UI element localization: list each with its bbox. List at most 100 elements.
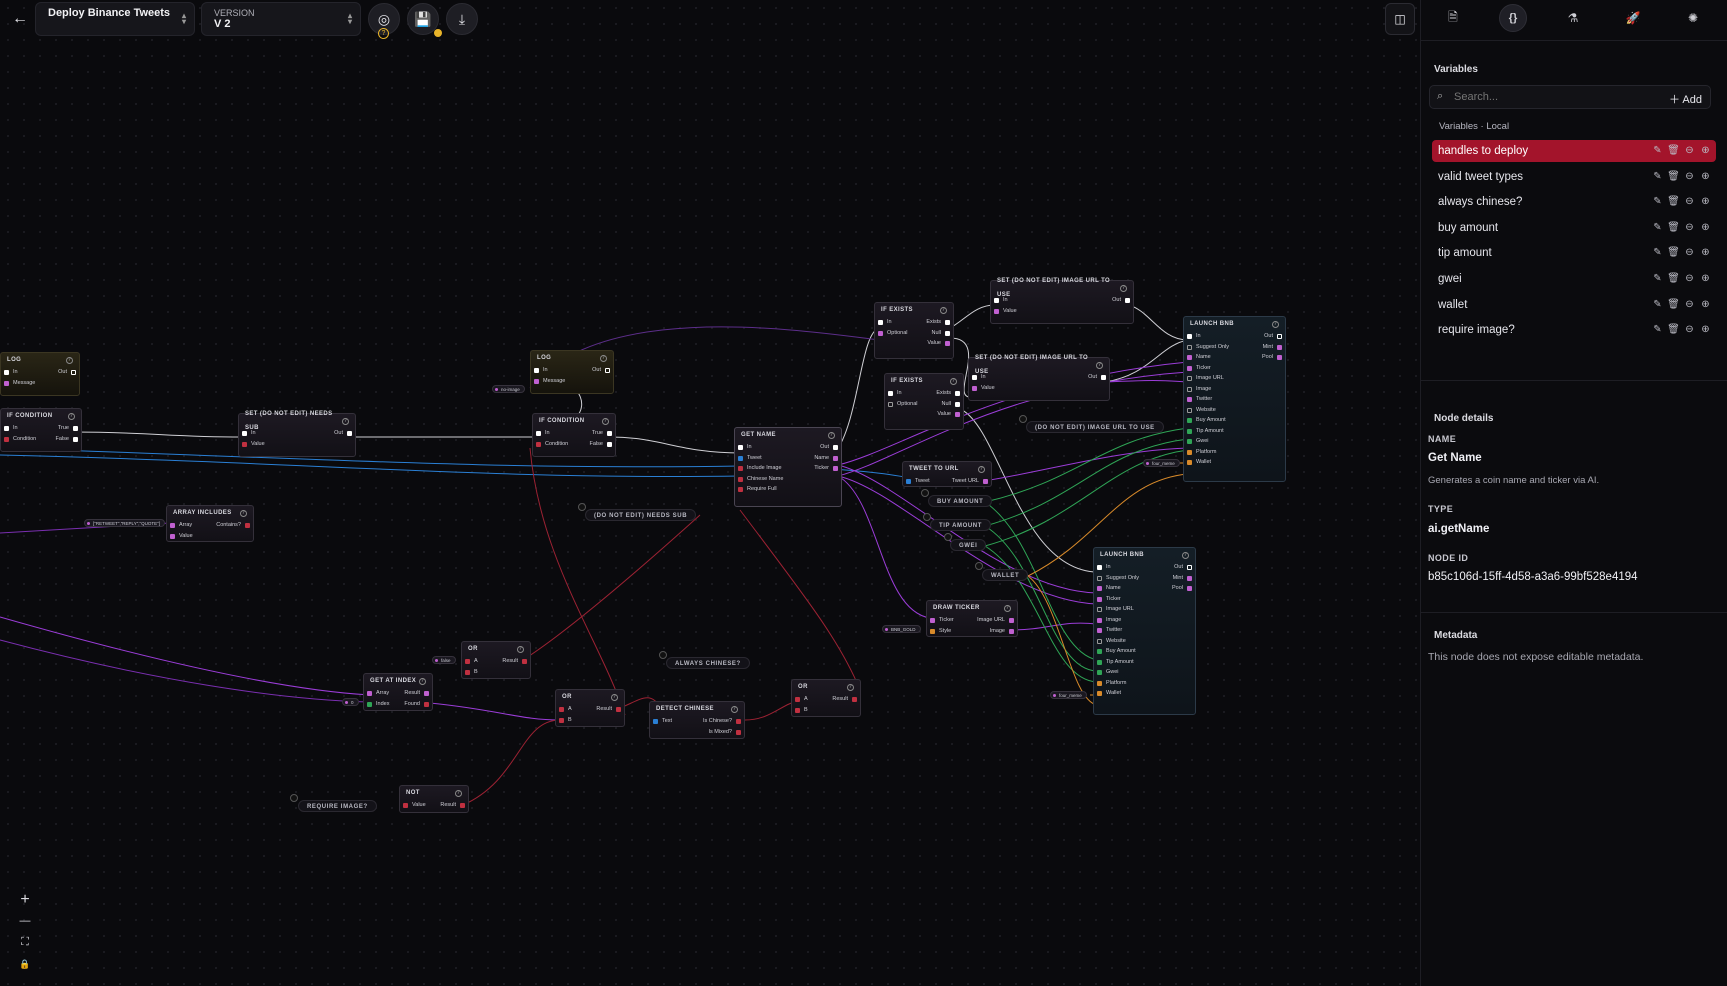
port-handle[interactable] [578, 503, 586, 511]
edit-pencil-icon[interactable]: ✎ [1653, 298, 1662, 310]
move-down-icon[interactable]: ⊖ [1685, 298, 1694, 310]
help-icon[interactable]: ? [847, 683, 854, 691]
port-style[interactable]: Style [939, 627, 952, 634]
port-out[interactable]: Out [334, 430, 343, 436]
port-platform[interactable]: Platform [1196, 448, 1217, 455]
move-up-icon[interactable]: ⊕ [1701, 145, 1710, 156]
port-text[interactable]: Text [662, 718, 673, 724]
port-handle[interactable] [975, 562, 983, 570]
port-condition[interactable]: Condition [545, 440, 569, 447]
port-image[interactable]: Image [1196, 385, 1212, 392]
port-value[interactable]: Value [179, 532, 193, 539]
port-pool[interactable]: Pool [1261, 354, 1273, 360]
port-b[interactable]: B [804, 706, 808, 713]
port-in[interactable]: In [545, 430, 550, 436]
port-name[interactable]: Name [1106, 585, 1121, 591]
edit-pencil-icon[interactable]: ✎ [1653, 145, 1662, 156]
port-array[interactable]: Array [376, 690, 390, 696]
trash-icon[interactable]: 🗑 [1667, 298, 1680, 310]
help-icon[interactable]: ? [828, 431, 835, 439]
search-input[interactable] [1454, 89, 1634, 105]
edit-pencil-icon[interactable]: ✎ [1653, 170, 1662, 182]
port-value[interactable]: Value [251, 440, 265, 447]
port-result[interactable]: Result [404, 690, 420, 696]
fit-view-button[interactable]: ⛶ [21, 936, 29, 948]
help-icon[interactable]: ? [602, 417, 609, 425]
move-down-icon[interactable]: ⊖ [1685, 196, 1694, 208]
port-chinese-name[interactable]: Chinese Name [747, 475, 784, 482]
port-message[interactable]: Message [543, 377, 566, 384]
help-icon[interactable]: ? [940, 306, 947, 314]
port-contains[interactable]: Contains? [216, 522, 241, 528]
move-down-icon[interactable]: ⊖ [1685, 273, 1694, 284]
port-in[interactable]: In [1106, 564, 1111, 570]
port-tweet-url[interactable]: Tweet URL [951, 478, 979, 484]
port-null[interactable]: Null [931, 329, 941, 336]
always-chinese-variable-pill[interactable]: ALWAYS CHINESE? [666, 657, 750, 669]
trash-icon[interactable]: 🗑 [1667, 273, 1680, 284]
port-result[interactable]: Result [502, 658, 518, 664]
move-up-icon[interactable]: ⊕ [1701, 247, 1710, 259]
port-out[interactable]: Out [1112, 297, 1121, 303]
edit-pencil-icon[interactable]: ✎ [1653, 247, 1662, 259]
port-in[interactable]: In [13, 425, 18, 431]
save-icon[interactable]: 💾 [407, 3, 439, 35]
help-icon[interactable]: ? [68, 412, 75, 420]
port-mint[interactable]: Mint [1262, 343, 1273, 350]
variable-row[interactable]: gwei✎🗑⊖⊕ [1432, 268, 1716, 290]
help-icon[interactable]: ? [1272, 320, 1279, 328]
move-down-icon[interactable]: ⊖ [1685, 145, 1694, 156]
port-exists[interactable]: Exists [926, 319, 941, 325]
port-include-image[interactable]: Include Image [747, 465, 782, 471]
port-image-url[interactable]: Image URL [1106, 606, 1134, 612]
variable-row[interactable]: always chinese?✎🗑⊖⊕ [1432, 191, 1716, 213]
port-a[interactable]: A [804, 696, 808, 702]
port-wallet[interactable]: Wallet [1106, 690, 1122, 696]
port-website[interactable]: Website [1106, 637, 1126, 644]
port-tip-amount[interactable]: Tip Amount [1196, 427, 1224, 434]
port-in[interactable]: In [13, 369, 18, 375]
move-down-icon[interactable]: ⊖ [1685, 170, 1694, 182]
port-message[interactable]: Message [13, 379, 36, 386]
require-image-variable-pill[interactable]: REQUIRE IMAGE? [298, 800, 377, 812]
port-b[interactable]: B [474, 668, 478, 675]
edit-pencil-icon[interactable]: ✎ [1653, 196, 1662, 208]
port-require-full[interactable]: Require Full [747, 486, 777, 492]
help-icon[interactable]: ? [1096, 361, 1103, 369]
port-image[interactable]: Image [1106, 616, 1122, 623]
help-icon[interactable]: ? [66, 356, 73, 364]
port-in[interactable]: In [1196, 333, 1201, 339]
sparkle-settings-icon[interactable]: ✺ [1687, 11, 1699, 25]
trash-icon[interactable]: 🗑 [1667, 247, 1680, 259]
edit-pencil-icon[interactable]: ✎ [1653, 221, 1662, 233]
zoom-in-button[interactable]: + [20, 891, 30, 908]
rocket-icon[interactable]: 🚀 [1625, 11, 1641, 25]
download-icon[interactable]: ⤓ [446, 3, 478, 35]
wallet-variable-pill[interactable]: WALLET [982, 569, 1029, 581]
port-handle[interactable] [659, 651, 667, 659]
move-up-icon[interactable]: ⊕ [1701, 298, 1710, 310]
port-true[interactable]: True [57, 425, 69, 431]
panel-toggle-icon[interactable]: ◫ [1385, 3, 1415, 35]
trash-icon[interactable]: 🗑 [1667, 170, 1680, 182]
port-optional[interactable]: Optional [887, 329, 908, 336]
help-icon[interactable]: ? [1182, 551, 1189, 559]
move-down-icon[interactable]: ⊖ [1685, 247, 1694, 259]
lock-button[interactable]: 🔒 [19, 959, 31, 969]
port-pool[interactable]: Pool [1171, 585, 1183, 591]
port-image-url[interactable]: Image URL [977, 617, 1005, 623]
port-mint[interactable]: Mint [1172, 574, 1183, 581]
platform-constant-chip[interactable]: four_meme [1050, 691, 1087, 699]
port-handle[interactable] [1019, 415, 1027, 423]
port-tweet[interactable]: Tweet [747, 454, 762, 461]
